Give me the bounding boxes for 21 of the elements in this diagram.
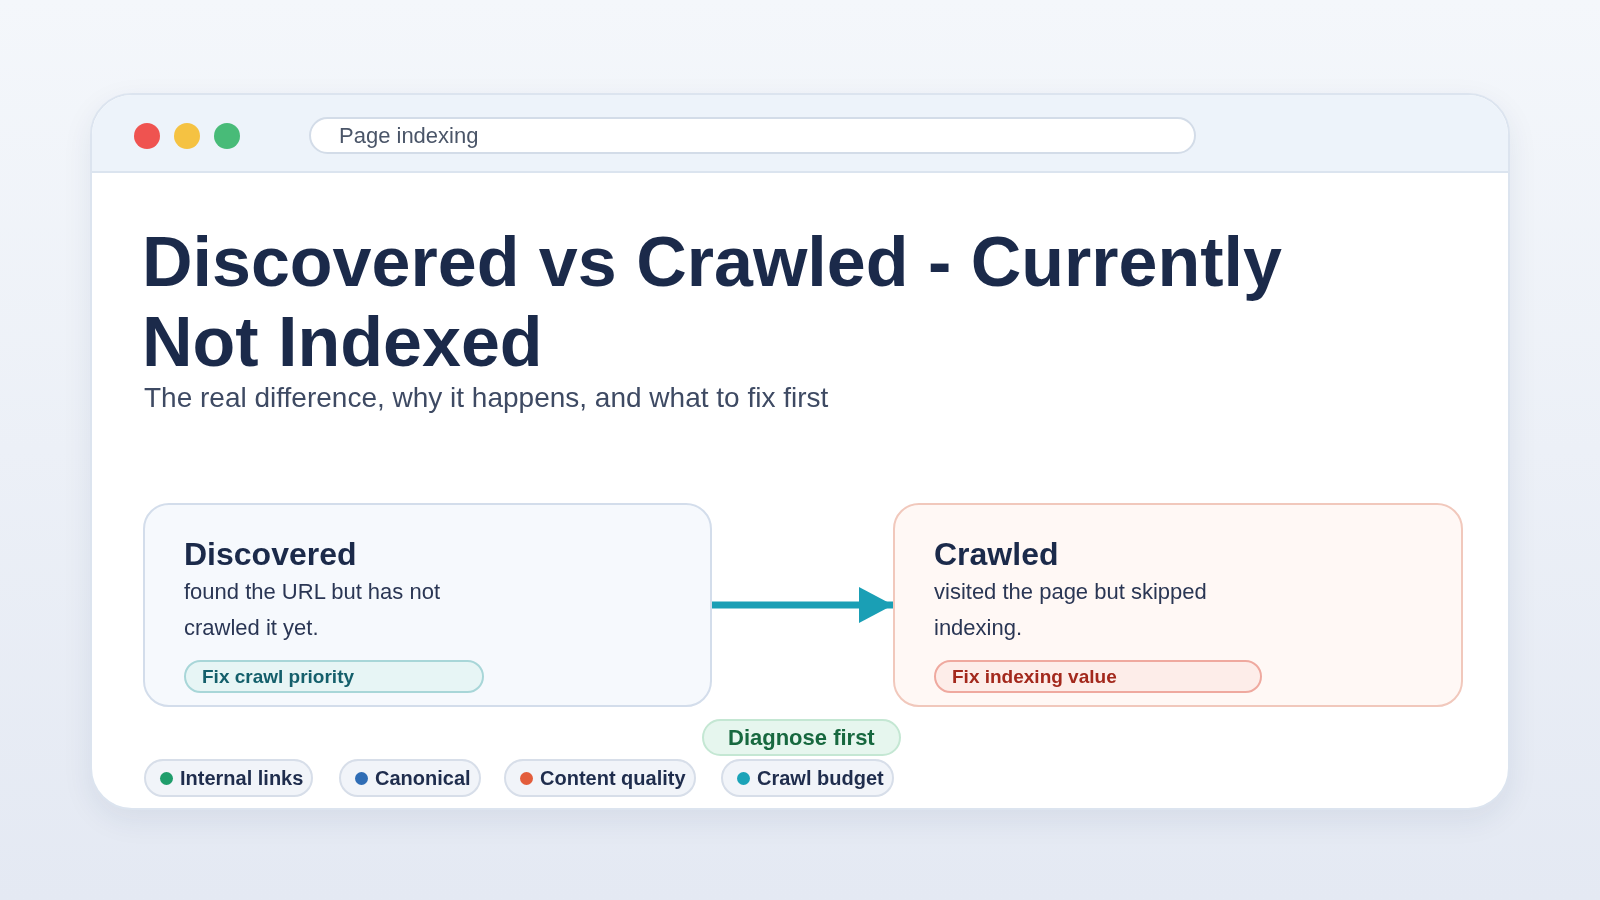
tag-label: Internal links [180,766,304,790]
subtitle: The real difference, why it happens, and what to fix first [144,381,829,415]
arrow [712,587,893,623]
topic-tag [721,759,894,797]
page-title: Discovered vs Crawled - Currently Not Indexed [142,222,1283,382]
card-description: visited the page but skipped indexing. [934,578,1208,642]
action-tag: Fix indexing value [934,660,1262,693]
topic-tag [504,759,696,797]
card-description: found the URL but has not crawled it yet. [184,578,442,642]
topic-tag [144,759,314,797]
callout-tag: Diagnose first [702,719,901,756]
status-card [893,503,1463,707]
tag-label: Canonical [375,766,471,790]
address-bar: Page indexing [309,117,1196,154]
topic-tag [339,759,481,797]
action-tag: Fix crawl priority [184,660,484,693]
tag-label: Content quality [540,766,686,790]
card-heading: Discovered [184,535,358,574]
tag-label: Crawl budget [757,766,884,790]
card-heading: Crawled [934,535,1060,574]
status-card [143,503,712,707]
